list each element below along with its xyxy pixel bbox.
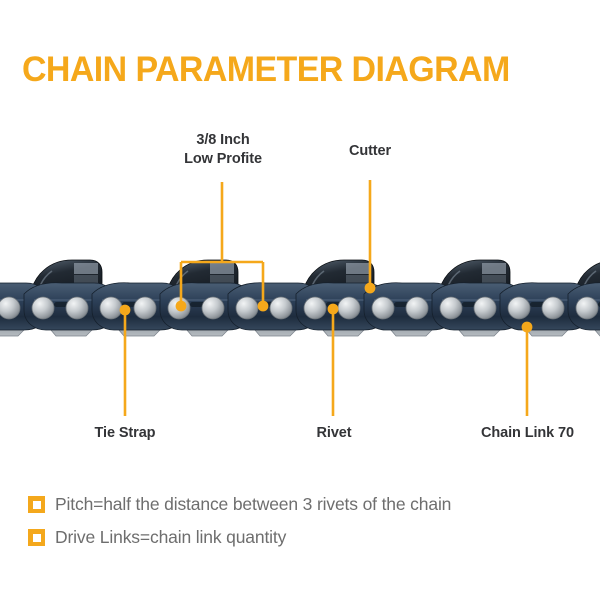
chain-illustration xyxy=(0,252,600,357)
callout-label-chain-link: Chain Link 70 xyxy=(481,425,574,441)
callout-label-pitch: 3/8 Inch Low Profite xyxy=(184,132,262,167)
orange-square-bullet-icon xyxy=(28,529,45,546)
note-text: Pitch=half the distance between 3 rivets… xyxy=(55,494,452,514)
note-list: Pitch=half the distance between 3 rivets… xyxy=(28,492,588,558)
note-item: Drive Links=chain link quantity xyxy=(28,525,588,549)
orange-square-bullet-icon xyxy=(28,496,45,513)
page-title: CHAIN PARAMETER DIAGRAM xyxy=(22,50,510,89)
chainsaw-chain-graphic xyxy=(0,259,600,337)
note-item: Pitch=half the distance between 3 rivets… xyxy=(28,492,588,516)
callout-label-rivet: Rivet xyxy=(316,425,352,441)
callout-label-cutter: Cutter xyxy=(348,143,392,159)
callout-label-tie-strap: Tie Strap xyxy=(94,425,156,441)
note-text: Drive Links=chain link quantity xyxy=(55,527,287,547)
